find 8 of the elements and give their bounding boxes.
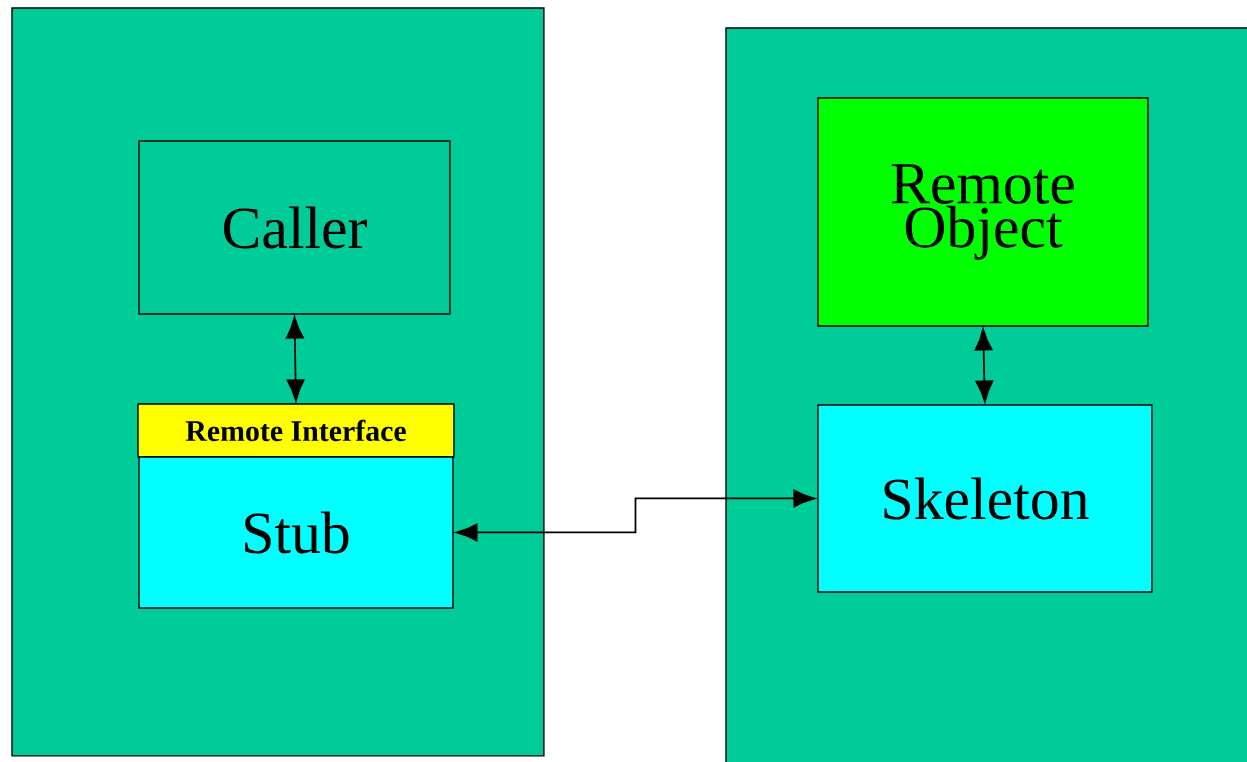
interface-band: Remote Interface — [137, 403, 455, 458]
arrow — [974, 328, 994, 403]
process-box: Caller — [138, 140, 451, 315]
arrow — [285, 316, 305, 402]
process-box: Skeleton — [817, 404, 1153, 593]
process-box: Stub — [138, 456, 454, 609]
object-box: Remote Object — [817, 97, 1149, 327]
arrow — [455, 489, 816, 542]
